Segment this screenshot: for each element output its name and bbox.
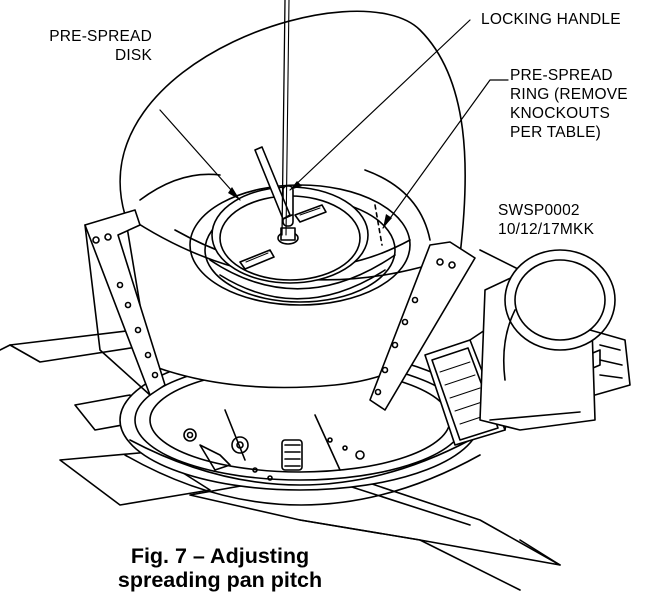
pre-spread-disk-shape (211, 146, 369, 284)
motor (479, 249, 631, 431)
drawing-id-line: SWSP0002 (498, 202, 580, 219)
right-bracket (369, 241, 476, 411)
drawing-id-line: 10/12/17MKK (498, 221, 595, 238)
figure-caption-line-1: Fig. 7 – Adjusting (130, 544, 310, 568)
label-pre-spread-ring: PRE-SPREAD RING (REMOVE KNOCKOUTS PER TA… (510, 67, 628, 141)
label-locking-handle: LOCKING HANDLE (481, 11, 621, 28)
left-bracket (84, 209, 166, 396)
figure-caption-clip: spreading pan pitch (0, 568, 649, 593)
leader-lines (159, 19, 509, 229)
arrowheads (228, 181, 392, 228)
drawing-id: SWSP0002 10/12/17MKK (498, 201, 594, 239)
figure-caption-line-2: spreading pan pitch (117, 568, 323, 592)
label-pre-spread-disk: PRE-SPREAD DISK (49, 28, 152, 64)
